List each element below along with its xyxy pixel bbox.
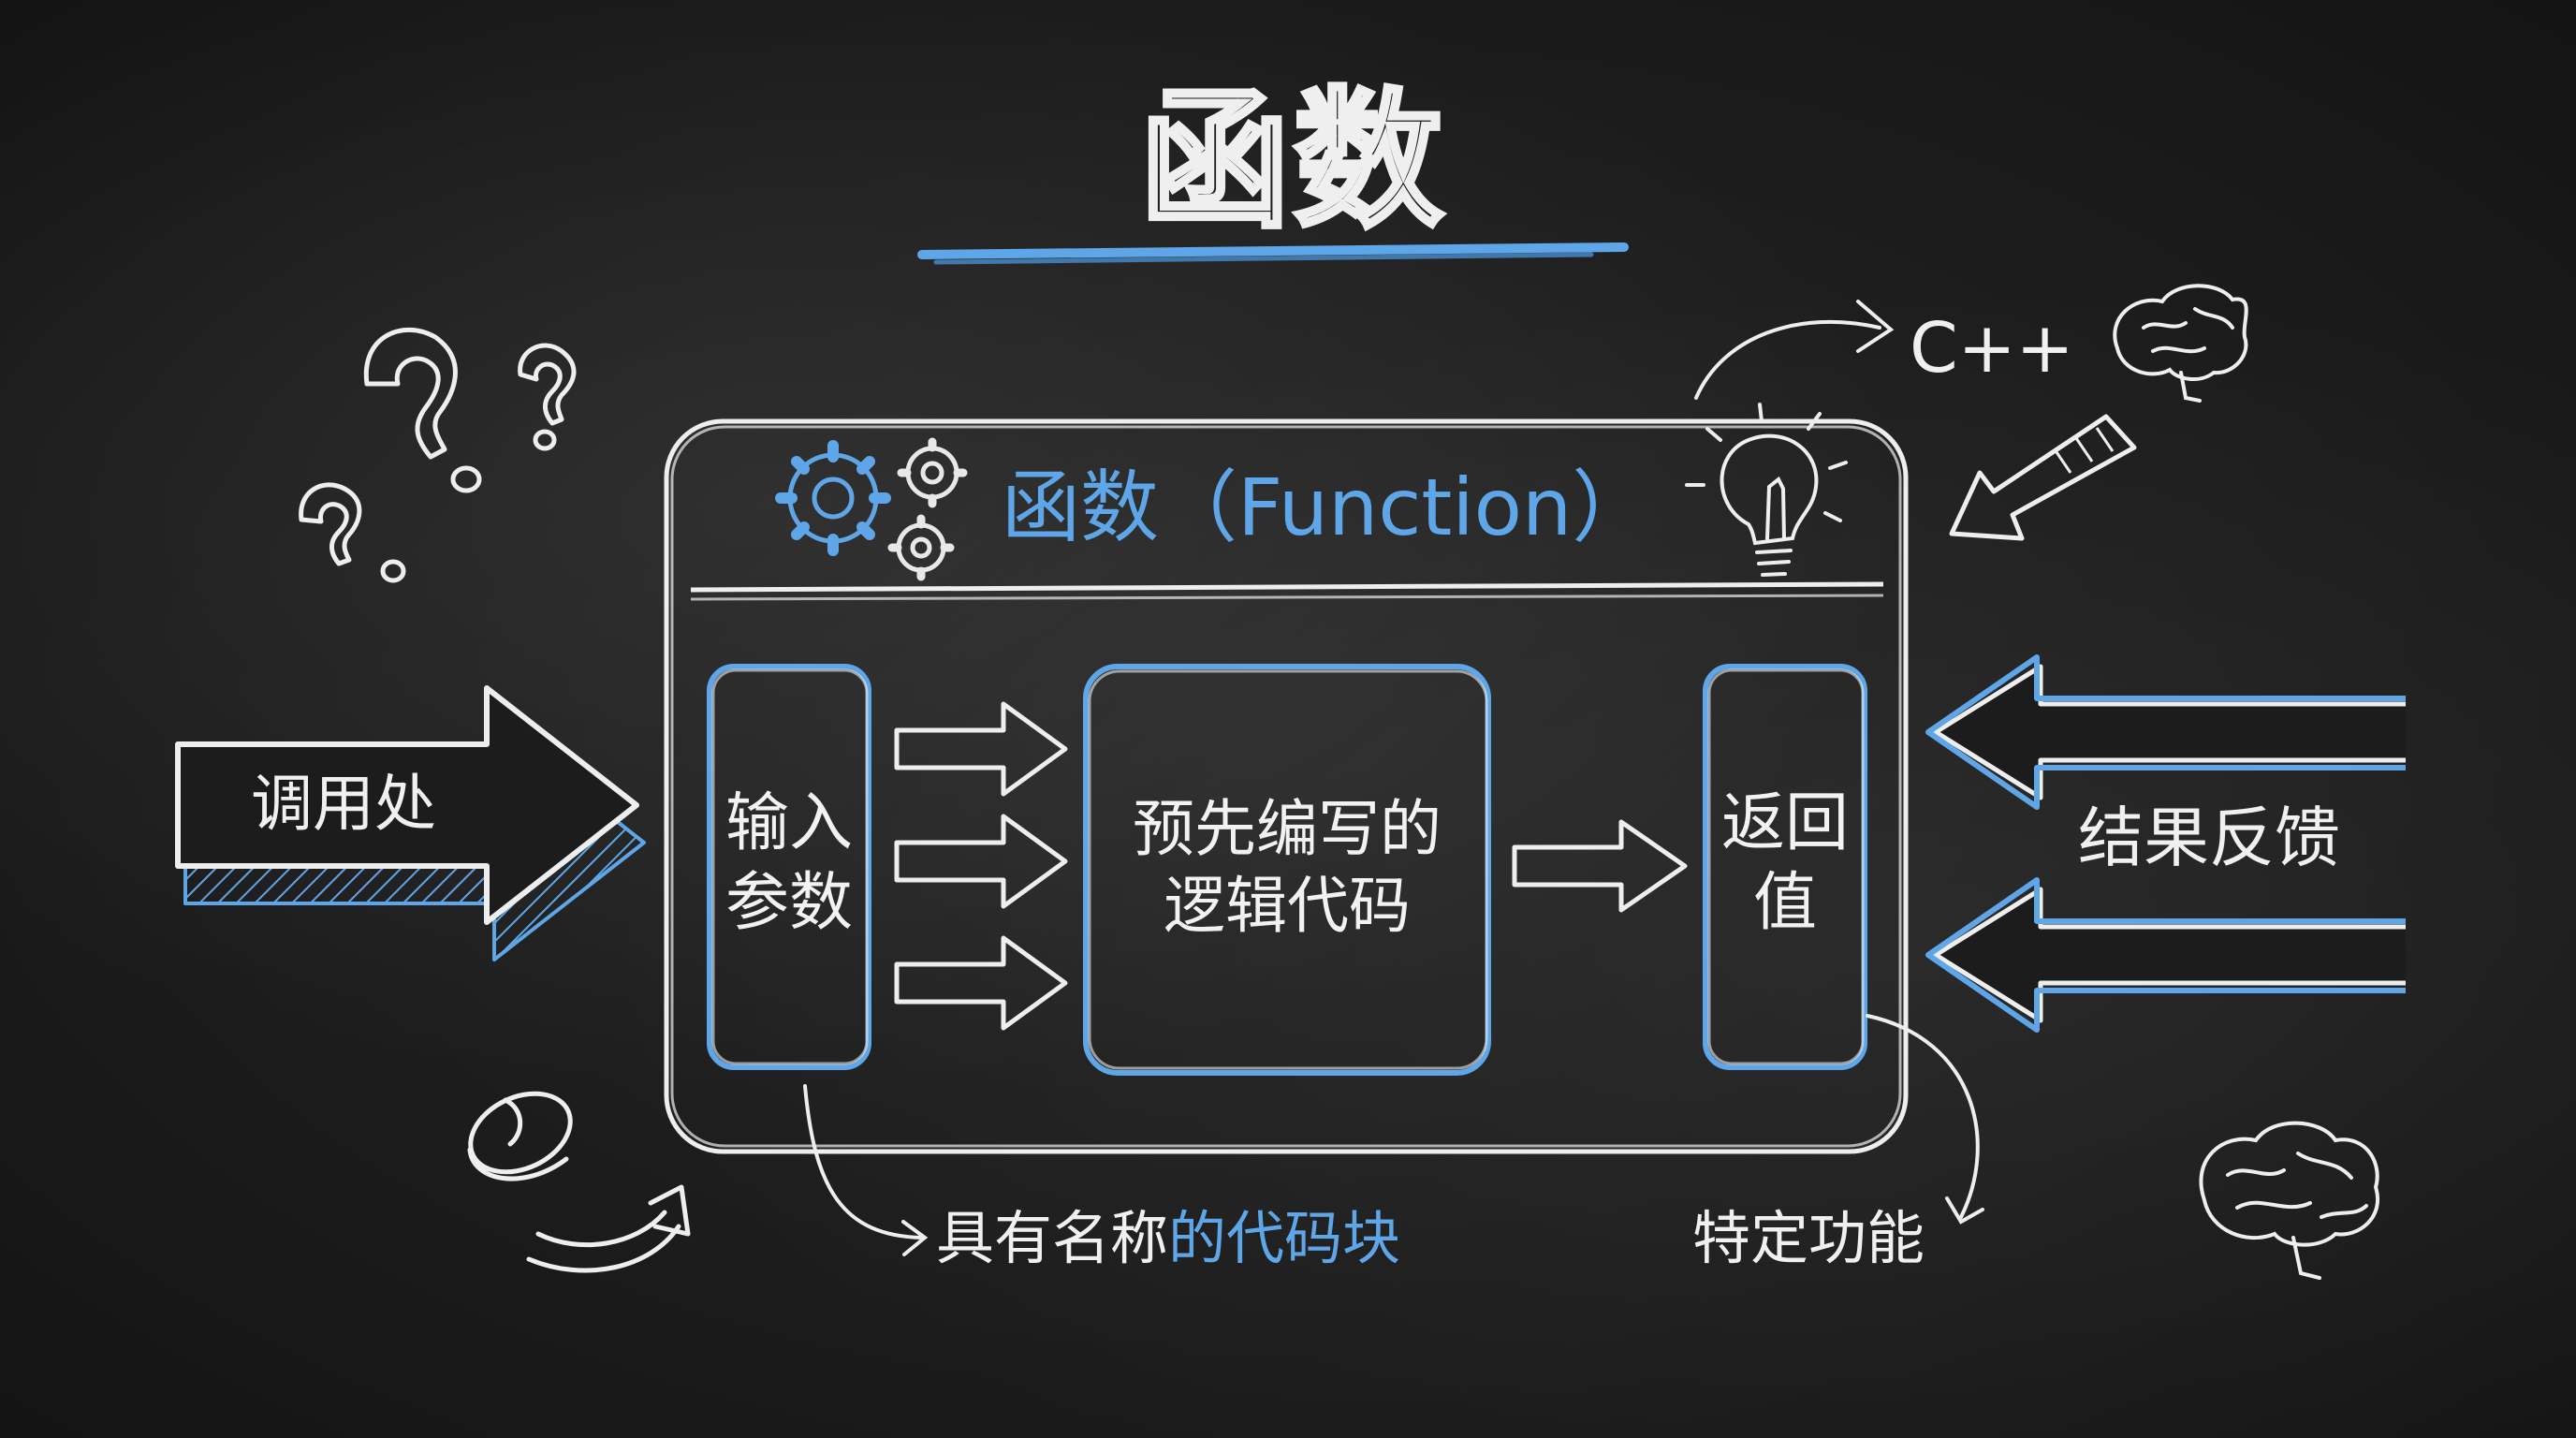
specific-function-arrow (1866, 1014, 1984, 1225)
pointer-arrow (1949, 414, 2137, 541)
caller-label: 调用处 (251, 768, 436, 840)
function-container (664, 418, 1909, 1154)
named-block-part1: 具有名称 (936, 1204, 1169, 1272)
function-title: 函数（Function） (1002, 462, 1651, 553)
logic-label-line2: 逻辑代码 (1164, 870, 1411, 942)
brain-icon-bottom (2199, 1121, 2379, 1280)
return-label-line1: 返回 (1720, 786, 1849, 860)
input-box (707, 664, 871, 1070)
logic-label-line1: 预先编写的 (1133, 792, 1442, 865)
input-label-line1: 输入 (724, 786, 853, 860)
return-box (1703, 664, 1867, 1070)
return-value-label: 返回 值 (1705, 667, 1865, 1060)
question-marks-icon (299, 327, 577, 583)
return-label-line2: 值 (1752, 866, 1817, 940)
brain-icon-top (2113, 284, 2248, 403)
page-title: 函数 (1137, 73, 1448, 248)
lightbulb-icon (1685, 403, 1848, 577)
cpp-curved-arrow (1694, 300, 1895, 400)
input-label-line2: 参数 (724, 866, 853, 940)
named-block-arrow (803, 1084, 929, 1256)
gears-icon (775, 437, 968, 581)
title-underline (917, 242, 1629, 265)
language-label: C++ (1910, 308, 2074, 389)
input-parameters-label: 输入 参数 (710, 667, 869, 1060)
logic-code-label: 预先编写的 逻辑代码 (1086, 667, 1488, 1069)
rotate-arrow-icon (467, 1091, 691, 1273)
caller-arrow (175, 685, 646, 961)
specific-function-label: 特定功能 (1692, 1204, 1925, 1272)
named-block-label: 具有名称的代码块 (936, 1210, 1400, 1268)
logic-box (1083, 664, 1491, 1076)
named-block-part2: 的代码块 (1168, 1204, 1401, 1272)
feedback-label: 结果反馈 (2078, 800, 2340, 876)
logic-to-return-arrow (1512, 819, 1688, 913)
feedback-arrows (1925, 654, 2406, 1033)
input-to-logic-arrows (894, 701, 1068, 1031)
